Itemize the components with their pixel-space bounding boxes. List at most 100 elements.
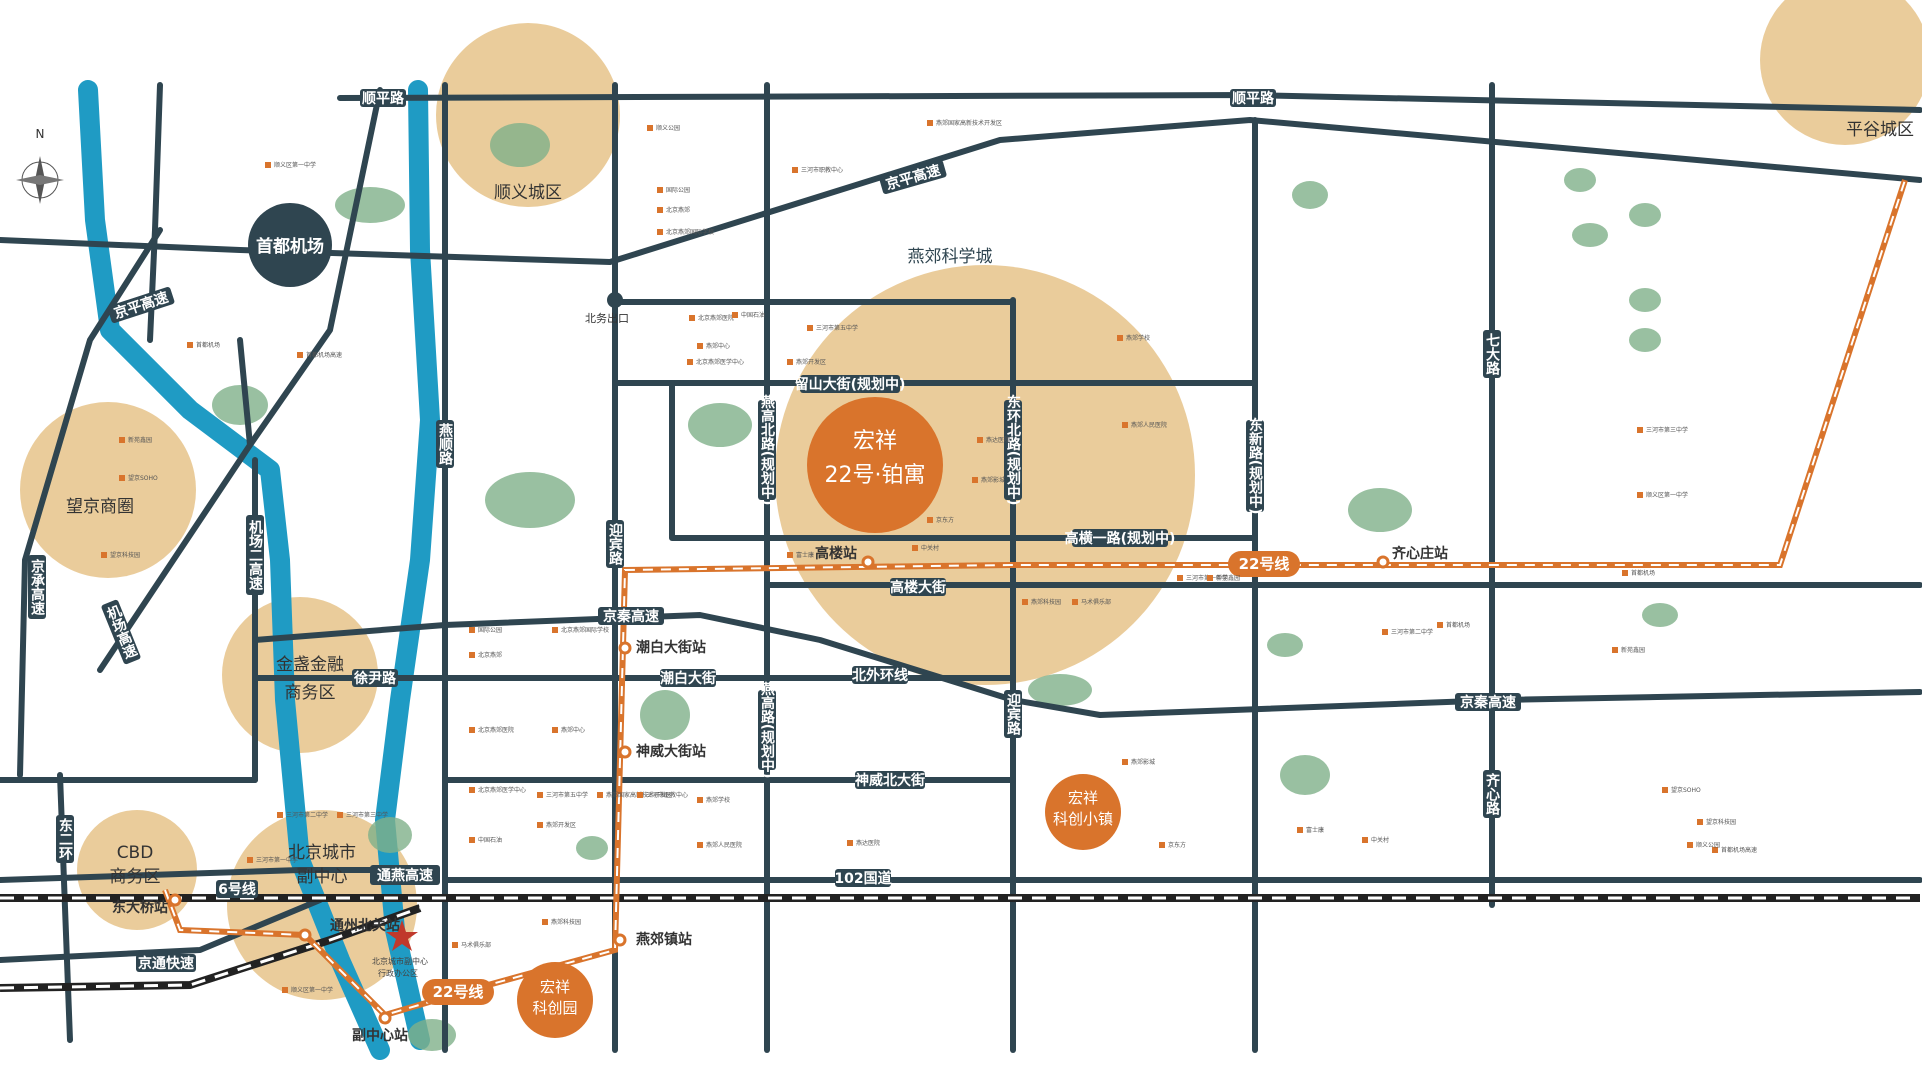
building-icon xyxy=(247,857,253,863)
road-link xyxy=(237,337,253,448)
svg-text:高横一路(规划中): 高横一路(规划中) xyxy=(1065,530,1176,547)
svg-text:北务出口: 北务出口 xyxy=(585,311,629,325)
poi-label: 首都机场 xyxy=(1631,569,1655,577)
building-icon xyxy=(537,792,543,798)
poi-marker: 顺义公园 xyxy=(1687,842,1720,849)
svg-text:行政办公区: 行政办公区 xyxy=(378,968,418,978)
poi-label: 顺义公园 xyxy=(656,125,680,132)
building-icon xyxy=(1362,837,1368,843)
zone-yanjiao xyxy=(775,265,1195,685)
park-5 xyxy=(688,403,752,447)
poi-marker: 京东方 xyxy=(1159,841,1186,849)
poi-label: 望京科技园 xyxy=(110,551,140,559)
park-10 xyxy=(1572,223,1608,247)
building-icon xyxy=(689,315,695,321)
poi-marker: 北京燕郊国际学校 xyxy=(552,626,609,634)
park-16 xyxy=(1267,633,1303,657)
label-yanjiao: 燕郊科学城 xyxy=(908,247,993,267)
poi-marker: 三河市第一中学 xyxy=(247,856,298,864)
label-jinzhan-2: 商务区 xyxy=(285,683,336,703)
poi-label: 燕郊中心 xyxy=(706,342,730,350)
poi-label: 燕郊影城 xyxy=(981,476,1005,484)
svg-text:京秦高速: 京秦高速 xyxy=(603,608,659,625)
building-icon xyxy=(297,352,303,358)
poi-label: 望京SOHO xyxy=(128,474,158,482)
building-icon xyxy=(1122,759,1128,765)
station-gaolou: 高楼站 xyxy=(815,545,875,569)
poi-marker: 望京科技园 xyxy=(1697,818,1736,826)
building-icon xyxy=(1712,847,1718,853)
poi-marker: 燕郊国家高新技术开发区 xyxy=(927,119,1002,127)
station-qixinzhuang: 齐心庄站 xyxy=(1376,545,1448,569)
label-shenwei-n: 神威北大街 xyxy=(855,771,925,789)
poi-marker: 首都机场高速 xyxy=(297,351,342,359)
poi-marker: 新苑鑫园 xyxy=(1612,646,1645,654)
building-icon xyxy=(1637,427,1643,433)
svg-text:高楼大街: 高楼大街 xyxy=(890,579,946,596)
station-subcenter: 副中心站 xyxy=(352,1011,408,1044)
poi-label: 三河市职教中心 xyxy=(646,791,688,799)
label-shunyi: 顺义城区 xyxy=(494,183,562,203)
poi-marker: 中国石油 xyxy=(732,311,765,319)
svg-text:燕高北路(规划中): 燕高北路(规划中) xyxy=(759,394,775,505)
poi-marker: 三河市第二中学 xyxy=(1382,628,1433,636)
poi-label: 中国石油 xyxy=(478,836,502,844)
road-labels-vertical: 燕顺路 迎宾路 燕高北路(规划中) 东环北路(规划中) 东新路(规划中) 七大路… xyxy=(28,330,1501,863)
poi-marker: 北京燕郊 xyxy=(657,206,690,214)
poi-label: 北京燕郊医院 xyxy=(478,726,514,734)
beiwu-exit: 北务出口 xyxy=(585,292,629,325)
building-icon xyxy=(119,437,125,443)
poi-label: 三河市第五中学 xyxy=(816,324,858,332)
svg-text:潮白大街: 潮白大街 xyxy=(660,670,716,687)
building-icon xyxy=(552,727,558,733)
building-icon xyxy=(927,517,933,523)
poi-label: 顺义区第一中学 xyxy=(1646,491,1688,499)
poi-label: 富士康 xyxy=(1306,826,1324,834)
label-subcenter-2: 副中心 xyxy=(297,867,348,887)
park-15 xyxy=(1280,755,1330,795)
building-icon xyxy=(1622,570,1628,576)
airport-label: 首都机场 xyxy=(256,236,324,257)
zone-wangjing xyxy=(20,402,196,578)
building-icon xyxy=(1072,599,1078,605)
building-icon xyxy=(469,652,475,658)
poi-label: 富士康 xyxy=(796,551,814,559)
building-icon xyxy=(469,787,475,793)
svg-text:齐心路: 齐心路 xyxy=(1484,772,1500,815)
poi-marker: 燕郊开发区 xyxy=(787,358,826,366)
poi-marker: 燕郊开发区 xyxy=(537,821,576,829)
building-icon xyxy=(1697,819,1703,825)
building-icon xyxy=(847,840,853,846)
svg-text:东新路(规划中): 东新路(规划中) xyxy=(1247,417,1263,514)
park-1 xyxy=(490,123,550,167)
poi-marker: 富士康 xyxy=(1297,826,1324,834)
poi-label: 北京燕郊国际学校 xyxy=(666,228,714,236)
building-icon xyxy=(647,125,653,131)
kechuang-town-1: 宏祥 xyxy=(1068,789,1098,807)
building-icon xyxy=(469,627,475,633)
label-jingtong: 京通快速 xyxy=(136,954,196,972)
label-gaolou: 高楼大街 xyxy=(890,578,946,596)
label-102: 102国道 xyxy=(834,869,892,887)
station-tongzhoubeiguan: 通州北关站 xyxy=(298,917,400,942)
svg-text:徐尹路: 徐尹路 xyxy=(353,670,397,687)
poi-label: 顺义公园 xyxy=(1696,842,1720,849)
poi-label: 国际公园 xyxy=(478,626,502,634)
zone-labels: 顺义城区 平谷城区 燕郊科学城 望京商圈 金盏金融 商务区 北京城市 副中心 C… xyxy=(66,120,1914,887)
svg-text:东大桥站: 东大桥站 xyxy=(112,899,168,916)
label-yanshun: 燕顺路 xyxy=(436,420,454,468)
svg-text:22号线: 22号线 xyxy=(1239,555,1290,573)
road-airport-exp xyxy=(97,87,383,673)
building-icon xyxy=(469,837,475,843)
svg-text:留山大街(规划中): 留山大街(规划中) xyxy=(795,376,906,393)
poi-label: 顺义区第一中学 xyxy=(274,161,316,169)
building-icon xyxy=(552,627,558,633)
svg-text:102国道: 102国道 xyxy=(834,870,891,887)
poi-label: 燕郊人民医院 xyxy=(706,841,742,849)
label-cbd-1: CBD xyxy=(117,843,154,863)
building-icon xyxy=(1177,575,1183,581)
building-icon xyxy=(697,842,703,848)
poi-label: 北京燕郊医院 xyxy=(698,314,734,322)
building-icon xyxy=(792,167,798,173)
label-pinggu: 平谷城区 xyxy=(1846,120,1914,140)
